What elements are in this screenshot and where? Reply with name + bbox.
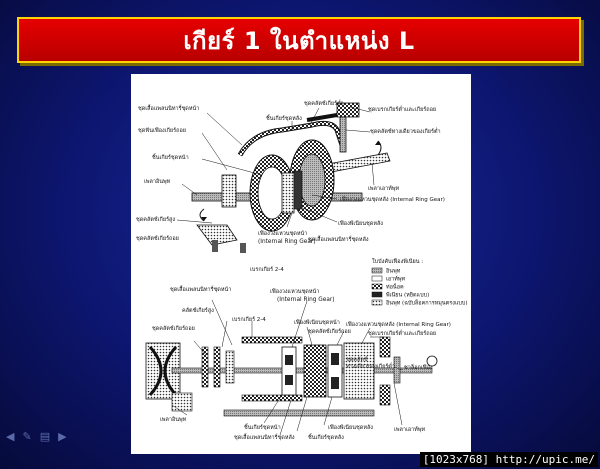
label-l-front-planet-carrier: ชุดเสื้อแพลนนิทารี่ชุดหน้า	[170, 285, 231, 293]
legend-item-locked: อินพุท (ฉบับล็อคการหมุนตรงแบบ)	[385, 299, 467, 307]
lower-schematic	[145, 336, 438, 417]
label-l-front-ring-gear-en: (Internal Ring Gear)	[277, 297, 335, 303]
menu-icon[interactable]: ▤	[39, 430, 51, 443]
label-l-2-4-band: เบรกเกียร์ 2-4	[232, 316, 266, 323]
slide-title: เกียร์ 1 ในตำแหน่ง L	[183, 26, 415, 55]
upper-leader-lines	[176, 106, 375, 228]
label-2-4-band: เบรกเกียร์ 2-4	[250, 266, 284, 273]
label-low-reverse-brake: ชุดเบรกเกียร์ต่ำและเกียร์ถอย	[368, 105, 436, 113]
label-l-reverse-clutch-2: ชุดคลัตช์เกียร์ถอย	[308, 328, 351, 335]
label-l-front-ring-gear: เฟืองวงแหวนชุดหน้า	[270, 288, 319, 295]
label-l-output-shaft: เพลาเอาท์พุท	[394, 426, 425, 433]
label-rear-sun-gear: ชิ้นเกียร์ชุดหลัง	[266, 114, 302, 122]
legend-title: ใบบังคับเฟืองพีเนียน :	[372, 258, 423, 265]
label-high-clutch: ชุดคลัตช์เกียร์สูง	[136, 216, 175, 223]
legend: ใบบังคับเฟืองพีเนียน : อินพุท เอาท์พุท ท…	[371, 258, 468, 307]
label-l-park-pawl: ชาล็อกเฟือง	[404, 363, 433, 371]
label-l-rear-planet-carrier: ชุดเสื้อแพลนนิทารี่ชุดหลัง	[234, 433, 295, 441]
label-rear-ring-gear: เฟืองวงแหวนชุดหลัง (Internal Ring Gear)	[340, 196, 445, 203]
legend-item-output: เอาท์พุท	[386, 276, 406, 283]
label-rear-pinion: เฟืองพีเนียนชุดหลัง	[338, 220, 383, 227]
label-front-ring-gear-en: (Internal Ring Gear)	[258, 239, 316, 245]
slide-nav: ◀ ✎ ▤ ▶	[6, 430, 67, 443]
label-l-clutch: ชุดคลัตช์	[346, 356, 368, 363]
legend-item-input: อินพุท	[385, 268, 400, 275]
label-l-rear-sun-gear: ชิ้นเกียร์ชุดหลัง	[308, 433, 344, 441]
title-banner: เกียร์ 1 ในตำแหน่ง L	[17, 17, 581, 63]
label-l-low-reverse-brake: ชุดเบรกเกียร์ต่ำและเกียร์ถอย	[368, 329, 436, 337]
label-low-one-way-clutch: ชุดคลัตช์ทางเดียวของเกียร์ต่ำ	[370, 127, 441, 135]
label-front-sun-gear: ชิ้นเกียร์ชุดหน้า	[152, 153, 189, 161]
label-rear-planet-carrier: ชุดเสื้อแพลนนิทารี่ชุดหลัง	[308, 235, 369, 243]
label-output-shaft: เพลาเอาท์พุท	[368, 185, 399, 192]
watermark-badge: [1023x768] http://upic.me/	[419, 452, 598, 467]
label-front-ring-gear: เฟืองวงแหวนชุดหน้า	[258, 230, 307, 237]
upper-cutaway-drawing	[191, 102, 391, 253]
label-l-rear-ring-gear: เฟืองวงแหวนชุดหลัง (Internal Ring Gear)	[346, 321, 451, 328]
label-reverse-clutch: ชุดคลัตช์เกียร์ถอย	[136, 235, 179, 242]
legend-item-pinion: พีเนียน (หยิดแบบ)	[386, 292, 430, 299]
arrow-right-icon[interactable]: ▶	[58, 430, 67, 443]
label-l-input-shaft: เพลาอินพุท	[160, 416, 187, 423]
label-front-planet-carrier: ชุดเสื้อแพลนนิทารี่ชุดหน้า	[138, 104, 199, 112]
pen-icon[interactable]: ✎	[22, 430, 32, 443]
label-l-one-way: ทางเดียวของเกียร์ต่ำ	[346, 362, 395, 370]
label-l-high-clutch: คลัตช์เกียร์สูง	[182, 307, 214, 314]
label-low-clutch: ชุดคลัตช์เกียร์ต่ำ	[304, 99, 344, 107]
arrow-left-icon[interactable]: ◀	[6, 430, 15, 443]
label-l-reverse-clutch: ชุดคลัตช์เกียร์ถอย	[152, 325, 195, 332]
legend-item-reaction: ท่อน็อค	[386, 283, 404, 291]
label-reverse-pinion: ชุดฟันเฟืองเกียร์ถอย	[138, 127, 186, 134]
label-l-rear-pinion: เฟืองพีเนียนชุดหลัง	[328, 424, 373, 431]
transmission-diagram: ชุดคลัตช์เกียร์ต่ำ ชุดเสื้อแพลนนิทารี่ชุ…	[131, 74, 471, 454]
lower-leader-lines	[171, 299, 403, 436]
label-input-shaft: เพลาอินพุท	[144, 178, 171, 185]
label-l-front-pinion: เฟืองพีเนียนชุดหน้า	[294, 319, 340, 326]
label-l-front-sun-gear: ชิ้นเกียร์ชุดหน้า	[244, 423, 281, 431]
